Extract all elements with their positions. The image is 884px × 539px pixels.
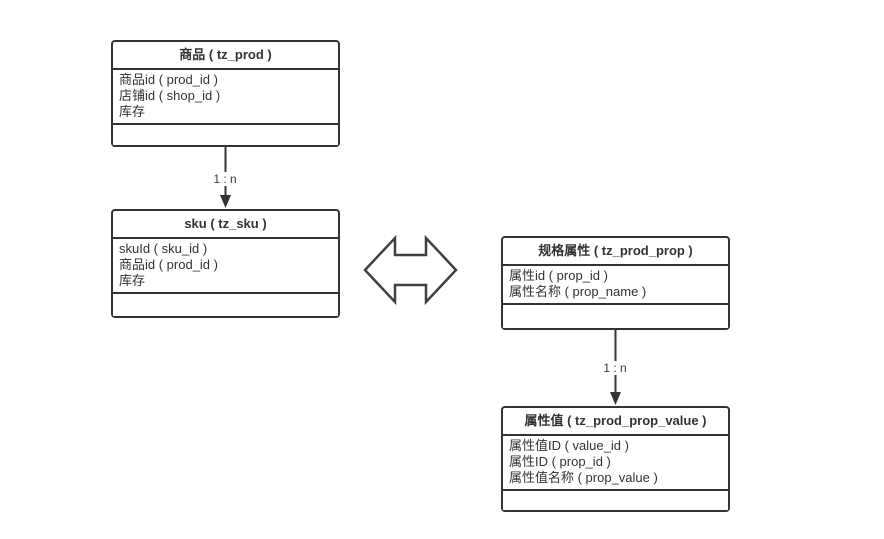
entity-empty-row [113,125,338,145]
entity-field-list: 属性值ID ( value_id ) 属性ID ( prop_id ) 属性值名… [503,436,728,491]
entity-field: 库存 [119,104,146,119]
entity-title: 属性值 ( tz_prod_prop_value ) [503,408,728,436]
entity-field: 商品id ( prod_id ) [119,72,218,87]
entity-field-list: 属性id ( prop_id ) 属性名称 ( prop_name ) [503,266,728,305]
entity-field: skuId ( sku_id ) [119,241,208,256]
entity-table-prod[interactable]: 商品 ( tz_prod ) 商品id ( prod_id ) 店铺id ( s… [111,40,340,147]
entity-title: 规格属性 ( tz_prod_prop ) [503,238,728,266]
cardinality-label-prop-value: 1 : n [600,361,630,375]
entity-title: sku ( tz_sku ) [113,211,338,239]
entity-field: 商品id ( prod_id ) [119,257,218,272]
cardinality-label-prod-sku: 1 : n [210,172,240,186]
entity-table-prod-prop[interactable]: 规格属性 ( tz_prod_prop ) 属性id ( prop_id ) 属… [501,236,730,330]
entity-field: 店铺id ( shop_id ) [119,88,221,103]
entity-field: 属性名称 ( prop_name ) [509,284,647,299]
entity-field: 属性ID ( prop_id ) [509,454,611,469]
entity-title: 商品 ( tz_prod ) [113,42,338,70]
entity-empty-row [113,294,338,316]
many-to-many-double-arrow-icon[interactable] [363,234,458,306]
entity-field-list: 商品id ( prod_id ) 店铺id ( shop_id ) 库存 [113,70,338,125]
entity-field: 属性id ( prop_id ) [509,268,608,283]
entity-table-sku[interactable]: sku ( tz_sku ) skuId ( sku_id ) 商品id ( p… [111,209,340,318]
entity-field: 属性值ID ( value_id ) [509,438,629,453]
entity-field: 库存 [119,273,146,288]
entity-field-list: skuId ( sku_id ) 商品id ( prod_id ) 库存 [113,239,338,294]
entity-empty-row [503,305,728,328]
entity-table-prop-value[interactable]: 属性值 ( tz_prod_prop_value ) 属性值ID ( value… [501,406,730,512]
entity-empty-row [503,491,728,510]
entity-field: 属性值名称 ( prop_value ) [509,470,658,485]
